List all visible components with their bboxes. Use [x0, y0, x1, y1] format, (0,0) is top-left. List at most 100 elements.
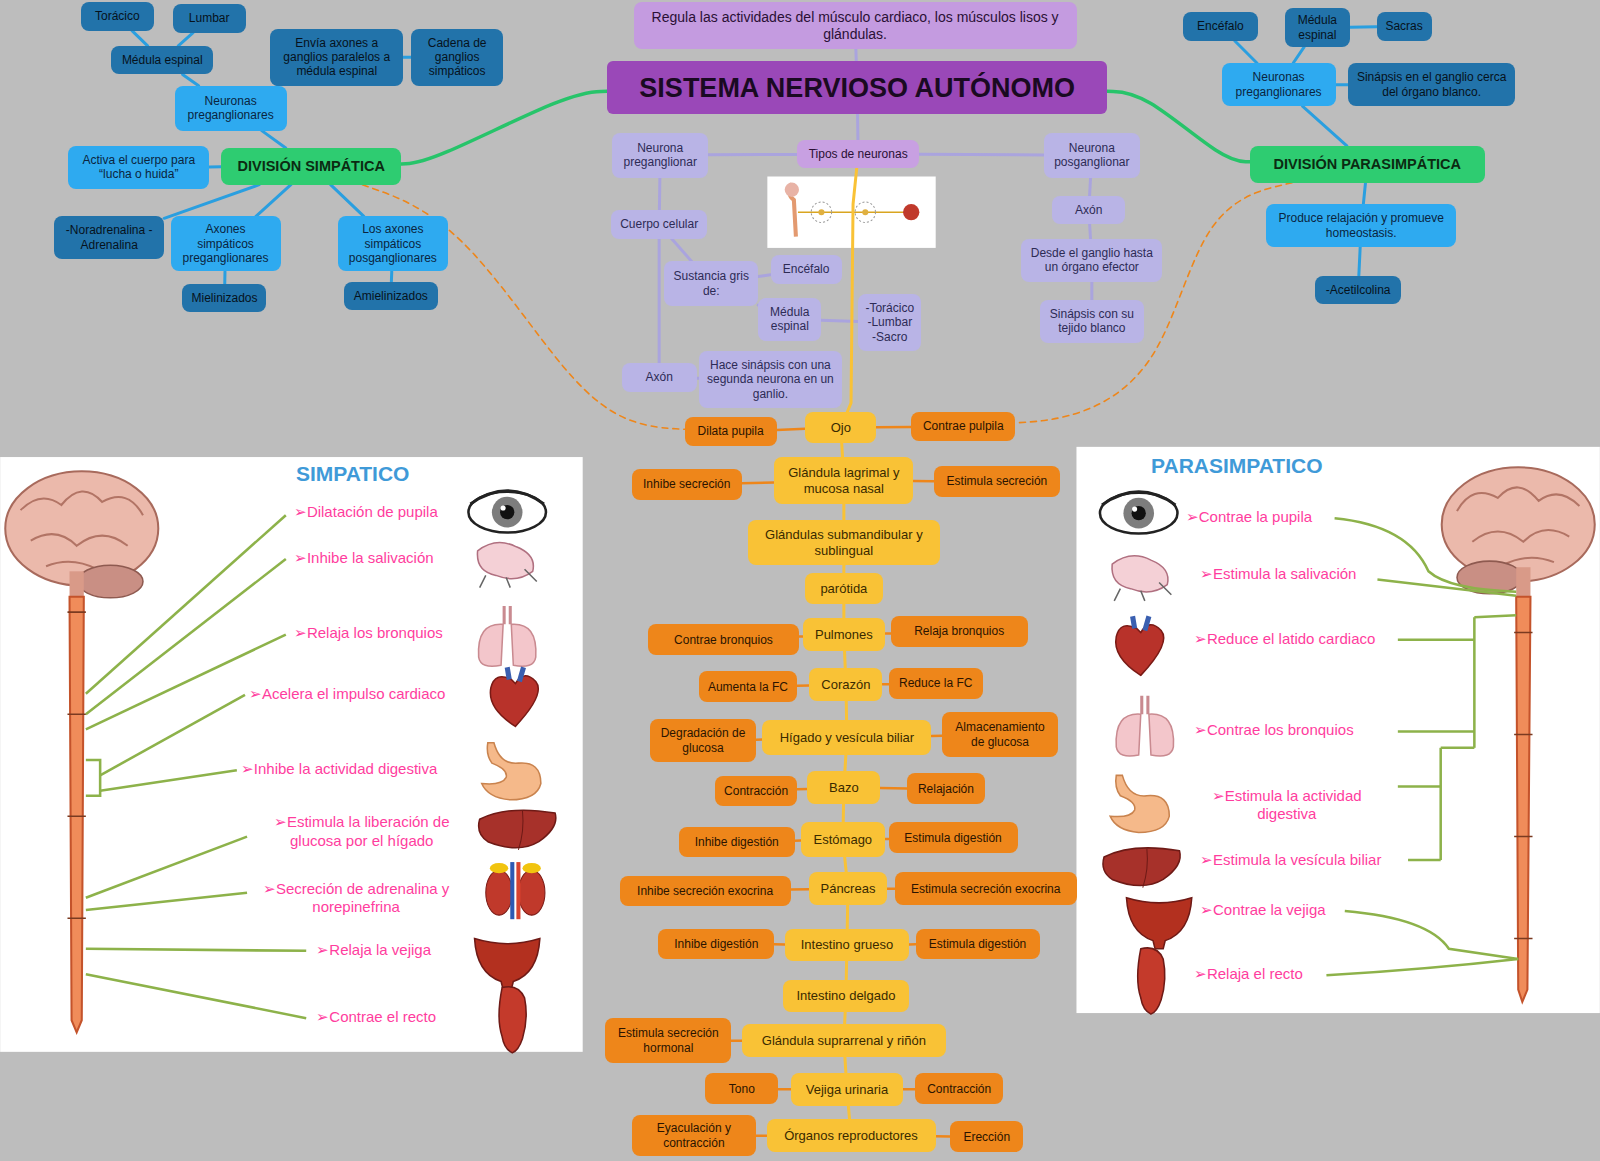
box-text: Estimula digestión	[904, 831, 1001, 845]
box-text: Corazón	[821, 677, 870, 693]
spinal-cord	[70, 597, 84, 1033]
leader-line	[1335, 518, 1517, 591]
leader-line	[86, 974, 306, 1018]
neuron-figure	[818, 209, 824, 215]
connector	[842, 804, 845, 822]
mind-map-box: Cuerpo celular	[611, 210, 707, 239]
salivary-icon	[477, 543, 533, 579]
leader-line	[1345, 911, 1518, 959]
connector	[658, 178, 661, 211]
mind-map-box: Pulmones	[803, 618, 885, 651]
box-text: Contrae pulpila	[923, 419, 1004, 433]
box-text: Sinápsis con su tejido blanco	[1046, 307, 1138, 336]
lungs-icon	[1149, 714, 1174, 756]
connector	[401, 91, 607, 164]
effect-label: ➢Secreción de adrenalina y norepinefrina	[249, 880, 463, 918]
leader-line	[100, 695, 245, 776]
lungs-icon	[511, 624, 536, 666]
panel	[0, 457, 583, 1052]
lungs-icon	[1116, 696, 1173, 756]
leader-line	[86, 515, 286, 694]
box-text: Envía axones a ganglios paralelos a médu…	[276, 36, 397, 79]
kidney-icon	[490, 863, 508, 873]
connector	[887, 888, 895, 891]
heart-icon	[1116, 616, 1164, 675]
box-text: Reduce la FC	[899, 676, 972, 690]
eye-icon	[501, 506, 506, 511]
neuron-figure	[862, 209, 868, 215]
connector	[178, 33, 193, 46]
stomach-icon	[482, 743, 541, 800]
mind-map-box: Torácico	[81, 2, 154, 31]
box-text: Glándula lagrimal y mucosa nasal	[780, 465, 907, 496]
mind-map-box: Glándulas submandibular y sublingual	[748, 520, 940, 565]
mind-map-box: Relaja bronquios	[891, 616, 1028, 647]
connector	[842, 604, 845, 618]
salivary-icon	[477, 543, 536, 588]
box-text: Inhibe secreción	[643, 477, 730, 491]
panel-title: PARASIMPATICO	[1151, 453, 1323, 479]
mind-map-box: DIVISIÓN SIMPÁTICA	[221, 148, 401, 185]
spinal-cord	[67, 597, 85, 1033]
mind-map-box: Intestino delgado	[783, 980, 909, 1013]
box-text: Sacras	[1385, 19, 1422, 33]
box-text: Activa el cuerpo para “lucha o huida”	[74, 153, 203, 182]
leader-line	[1441, 747, 1475, 750]
leader-line	[86, 635, 286, 730]
mind-map-box: Neurona preganglionar	[612, 133, 708, 178]
mind-map-box: Eyaculación y contracción	[632, 1115, 756, 1156]
connector	[845, 857, 847, 872]
stomach-icon	[1110, 775, 1169, 832]
mind-map-box: Médula espinal	[758, 298, 821, 341]
box-text: Amielinizados	[354, 289, 428, 303]
connector	[848, 1106, 849, 1119]
stomach-icon	[482, 743, 541, 800]
connector	[758, 275, 770, 277]
box-text: Médula espinal	[1291, 13, 1344, 42]
mind-map-box: Vejiga urinaria	[791, 1073, 903, 1106]
kidney-icon	[523, 863, 541, 873]
box-text: Médula espinal	[764, 305, 815, 334]
box-text: Hígado y vesícula biliar	[780, 730, 914, 746]
mind-map-box: Neuronas preganglionares	[175, 86, 287, 131]
box-text: Neurona preganglionar	[618, 141, 702, 170]
kidney-icon	[518, 870, 545, 915]
box-text: Vejiga urinaria	[806, 1082, 888, 1098]
connector	[845, 1057, 846, 1073]
box-text: DIVISIÓN SIMPÁTICA	[238, 158, 385, 175]
leader-line	[1377, 579, 1516, 595]
box-text: Axón	[645, 370, 672, 384]
heart-icon	[1133, 616, 1149, 630]
connector	[843, 1012, 847, 1024]
neuron-figure	[811, 202, 831, 222]
kidney-icon	[486, 862, 545, 919]
effect-label: ➢Inhibe la actividad digestiva	[241, 760, 437, 779]
box-text: Pulmones	[815, 627, 873, 643]
connector	[132, 31, 148, 46]
eye-icon	[1100, 492, 1178, 534]
connector	[913, 480, 934, 483]
effect-label: ➢Estimula la vesícula biliar	[1200, 851, 1381, 870]
effect-label: ➢Estimula la salivación	[1200, 565, 1356, 584]
neuron-figure	[903, 204, 919, 220]
box-text: Médula espinal	[122, 53, 203, 67]
box-text: Inhibe digestión	[695, 835, 779, 849]
box-text: Cuerpo celular	[620, 217, 698, 231]
box-text: -Torácico -Lumbar -Sacro	[864, 301, 915, 344]
connector	[791, 888, 809, 891]
brain-illustration	[1442, 467, 1595, 581]
leader-line	[1398, 638, 1475, 641]
eye-icon	[1102, 492, 1175, 505]
brain-illustration	[21, 491, 143, 569]
mind-map-box: Reduce la FC	[889, 668, 983, 699]
title-box: SISTEMA NERVIOSO AUTÓNOMO	[607, 61, 1107, 114]
box-text: Relaja bronquios	[914, 624, 1004, 638]
liver-icon	[1143, 849, 1148, 888]
effect-label: ➢Estimula la actividad digestiva	[1200, 787, 1373, 825]
mind-map-box: Contrae bronquios	[648, 624, 799, 655]
mind-map-box: Estimula secreción	[934, 466, 1060, 497]
connector	[1350, 25, 1377, 28]
liver-icon	[479, 810, 556, 850]
mind-map-box: Aumenta la FC	[699, 671, 797, 702]
mind-map-box: Estimula digestión	[889, 822, 1018, 853]
